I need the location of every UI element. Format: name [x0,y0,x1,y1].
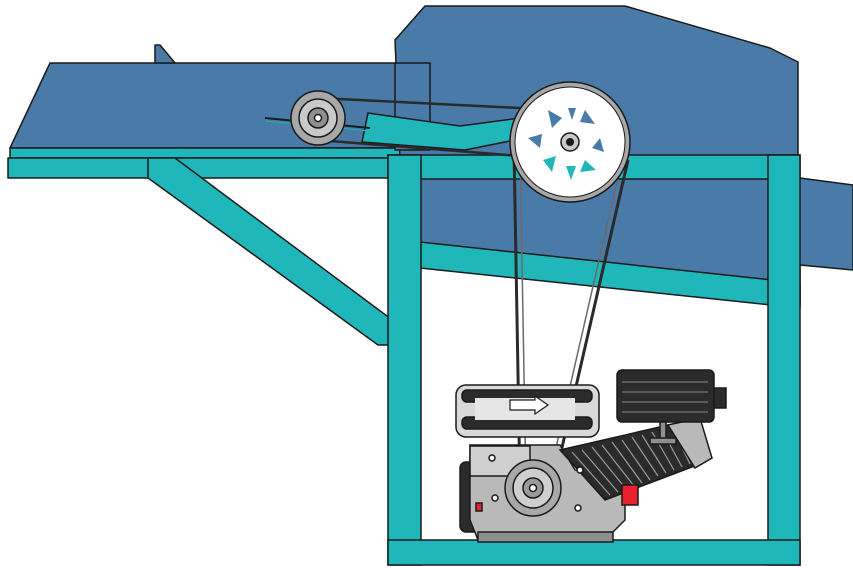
diagonal-strut [147,157,396,346]
idler-pulley [290,90,346,146]
engine-pulley [504,459,562,517]
main-pulley [509,81,631,203]
red-cap [621,484,639,506]
pulley-spokes [528,108,604,180]
air-filter [616,369,715,423]
direction-arrow-icon [509,394,550,416]
feed-tray [7,44,421,179]
engine [455,369,727,543]
